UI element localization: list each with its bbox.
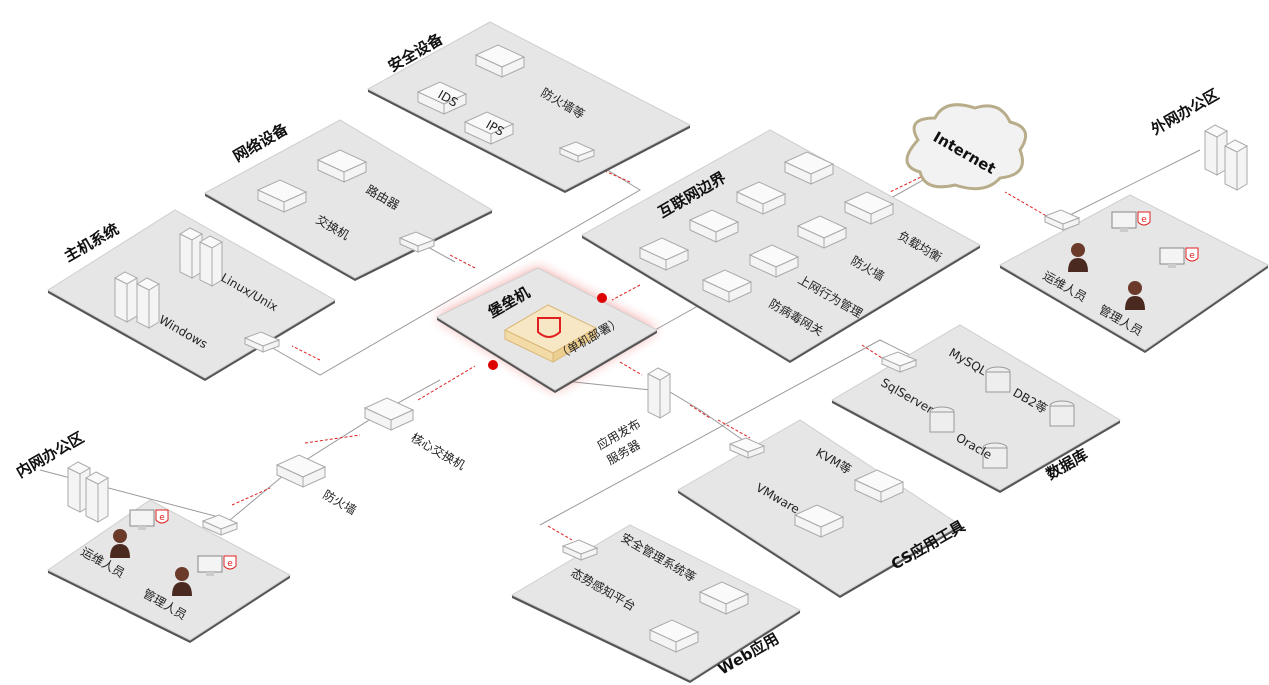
zone-cs-tools: KVM等 VMware CS应用工具 [677, 419, 968, 598]
firewall-label: 防火墙 [321, 487, 360, 518]
zone-bastion-host: 堡垒机 （单机部署） [435, 267, 659, 393]
app-publish-server: 应用发布 服务器 [594, 367, 671, 468]
zone-web-apps: 安全管理系统等 态势感知平台 Web应用 [510, 524, 802, 683]
linux-server-icon [199, 235, 223, 287]
windows-server-icon [114, 271, 138, 323]
database-icons [929, 366, 1075, 469]
core-network: 核心交换机 防火墙 [276, 397, 468, 518]
port-dot [597, 293, 607, 303]
zone-internet-edge: 互联网边界 负载均衡 防火墙 上网行为管理 防病毒网关 [581, 129, 982, 363]
access-arrows [231, 167, 1051, 541]
bastion-device-icon [503, 304, 598, 363]
office-building-icon [1204, 124, 1228, 176]
firewall-icon [276, 454, 326, 488]
server-icon [647, 367, 671, 419]
core-switch-label: 核心交换机 [409, 430, 468, 473]
zone-internal-office: 内网办公区 运维人员 管理人员 [13, 428, 291, 643]
zone-external-office: 外网办公区 运维人员 管理人员 [998, 85, 1269, 353]
office-building-icon [1224, 139, 1248, 191]
windows-server-icon [136, 277, 160, 329]
internet-cloud: Internet [905, 103, 1028, 191]
zone-database: MySQL SqlServer DB2等 Oracle 数据库 [830, 324, 1121, 493]
port-dot [488, 360, 498, 370]
core-switch-icon [364, 397, 414, 431]
office-building-icon [85, 471, 109, 523]
linux-server-icon [179, 227, 203, 279]
